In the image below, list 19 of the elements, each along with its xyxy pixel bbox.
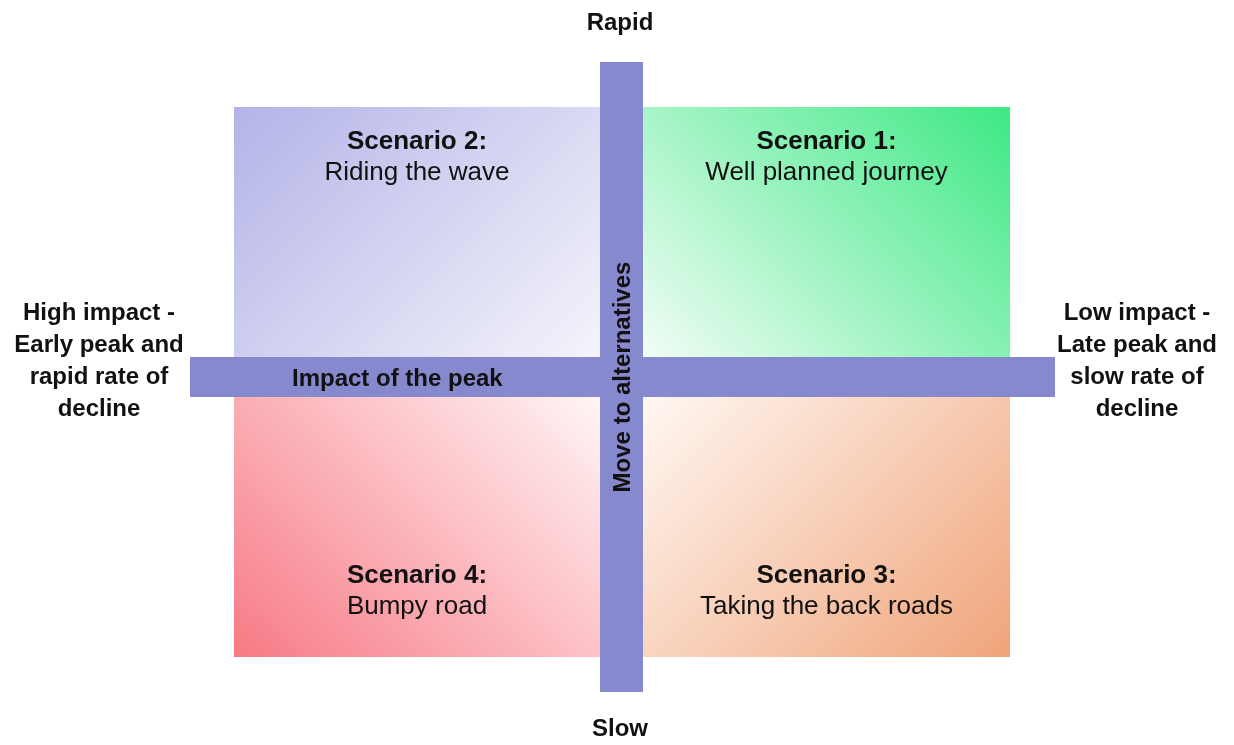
scenario-name: Taking the back roads [700,590,953,621]
axis-end-label: Slow [591,713,649,743]
axis-label: Impact of the peak [292,364,503,392]
axis-label: Move to alternatives [607,261,636,493]
scenario-heading: Scenario 1: [756,125,897,156]
axis-bar [600,62,643,692]
quadrant-panel [643,397,1010,657]
scenario-heading: Scenario 3: [756,559,897,590]
scenario-name: Bumpy road [346,590,488,621]
quadrant-panel [234,397,600,657]
scenario-heading: Scenario 2: [346,125,488,156]
scenario-name: Riding the wave [324,156,510,187]
quadrant-panel [234,107,600,357]
axis-end-label: High impact - Early peak and rapid rate of decline [13,297,185,423]
axis-end-label: Rapid [585,7,655,37]
scenario-name: Well planned journey [705,156,948,187]
quadrant-panel [643,107,1010,357]
scenario-heading: Scenario 4: [346,559,488,590]
axis-end-label: Low impact - Late peak and slow rate of decline [1055,297,1219,423]
